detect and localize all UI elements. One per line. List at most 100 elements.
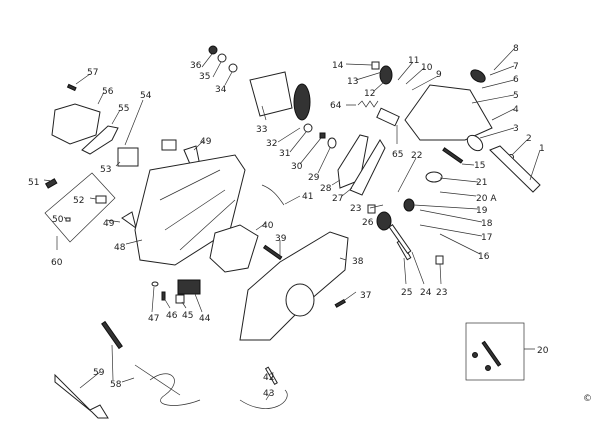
part-15-screw <box>442 147 464 164</box>
part-29-ring <box>327 137 337 149</box>
part-40-stator <box>209 224 259 273</box>
label-23-lower: 23 <box>436 288 447 298</box>
kit-20-nut <box>472 352 478 358</box>
label-54: 54 <box>140 91 152 101</box>
part-26-gear <box>376 211 392 231</box>
label-36: 36 <box>190 61 202 71</box>
label-4: 4 <box>513 105 519 115</box>
part-23-bearing <box>367 204 376 214</box>
label-49-upper: 49 <box>200 137 212 147</box>
label-27: 27 <box>332 194 343 204</box>
kit-20-parts <box>481 340 502 367</box>
part-32-fan <box>293 83 311 121</box>
part-57-screw <box>66 83 77 92</box>
label-45: 45 <box>182 311 193 321</box>
part-52-brush <box>95 195 107 204</box>
part-36-bearing <box>208 45 218 55</box>
label-26: 26 <box>362 218 374 228</box>
label-52: 52 <box>73 196 84 206</box>
part-34-bearing <box>228 63 238 73</box>
label-41: 41 <box>302 192 313 202</box>
label-40: 40 <box>262 221 274 231</box>
part-4-gear-housing <box>404 84 493 141</box>
label-29: 29 <box>308 173 320 183</box>
label-7: 7 <box>513 62 519 72</box>
part-14-bearing <box>371 61 380 70</box>
part-47-clamp <box>151 281 159 287</box>
label-37: 37 <box>360 291 371 301</box>
label-42: 42 <box>263 373 274 383</box>
part-24-shaft <box>388 224 412 254</box>
label-59: 59 <box>93 368 105 378</box>
label-43: 43 <box>263 389 274 399</box>
label-14: 14 <box>332 61 344 71</box>
part-53-switch <box>117 147 139 167</box>
part-30-spring <box>319 132 326 139</box>
part-46-screw <box>161 291 166 301</box>
label-44: 44 <box>199 314 211 324</box>
part-20-kit-box <box>465 322 525 381</box>
label-19: 19 <box>476 206 488 216</box>
part-64-spring <box>357 100 379 108</box>
part-41-wire <box>261 184 285 206</box>
label-50: 50 <box>52 215 64 225</box>
part-35-washer <box>217 53 227 63</box>
part-55-gasket <box>81 125 119 155</box>
part-12-gear <box>379 65 393 85</box>
label-20a: 20 A <box>476 194 497 204</box>
part-51-spring <box>44 178 58 189</box>
label-17: 17 <box>481 233 492 243</box>
part-7-bearing <box>470 69 486 83</box>
part-65-pad <box>376 107 400 127</box>
part-56-brush-cover <box>51 103 101 145</box>
label-25: 25 <box>401 288 412 298</box>
label-24: 24 <box>420 288 432 298</box>
label-57: 57 <box>87 68 98 78</box>
part-23-bearing-lower <box>435 255 444 265</box>
part-19-gear <box>403 198 415 212</box>
label-8: 8 <box>513 44 519 54</box>
label-9: 9 <box>436 70 442 80</box>
label-64: 64 <box>330 101 342 111</box>
label-65: 65 <box>392 150 403 160</box>
label-6: 6 <box>513 75 519 85</box>
label-60: 60 <box>51 258 63 268</box>
part-45-block <box>175 294 185 304</box>
part-brush-holder <box>161 139 177 151</box>
label-18: 18 <box>481 219 493 229</box>
label-10: 10 <box>421 63 433 73</box>
handle-vent <box>285 283 315 317</box>
label-23-upper: 23 <box>350 204 361 214</box>
part-31-bearing <box>303 123 313 133</box>
label-34: 34 <box>215 85 227 95</box>
label-46: 46 <box>166 311 178 321</box>
label-32: 32 <box>266 139 277 149</box>
leader-lines <box>43 48 541 401</box>
label-5: 5 <box>513 91 519 101</box>
label-30: 30 <box>291 162 303 172</box>
parts <box>44 45 541 419</box>
part-58-rod <box>101 320 123 350</box>
part-43-cord <box>239 389 288 409</box>
part-33-armature <box>249 71 293 117</box>
part-50-pin <box>65 217 71 222</box>
label-21: 21 <box>476 178 487 188</box>
label-12: 12 <box>364 89 375 99</box>
part-27-gasket <box>349 139 386 196</box>
label-3: 3 <box>513 124 519 134</box>
label-2: 2 <box>526 134 532 144</box>
label-58: 58 <box>110 380 122 390</box>
part-60-kit-box <box>44 172 116 243</box>
label-49-lower: 49 <box>103 219 115 229</box>
part-39-screw <box>262 244 283 261</box>
label-13: 13 <box>347 77 358 87</box>
label-31: 31 <box>279 149 290 159</box>
part-59-wrench <box>54 373 109 419</box>
part-3-bearing <box>466 134 484 152</box>
copyright-symbol: © <box>583 394 592 404</box>
callout-labels: 57 56 55 54 53 51 52 50 49 49 48 60 36 3… <box>28 44 592 404</box>
label-20: 20 <box>537 346 549 356</box>
part-49-plate <box>121 211 137 230</box>
label-28: 28 <box>320 184 332 194</box>
